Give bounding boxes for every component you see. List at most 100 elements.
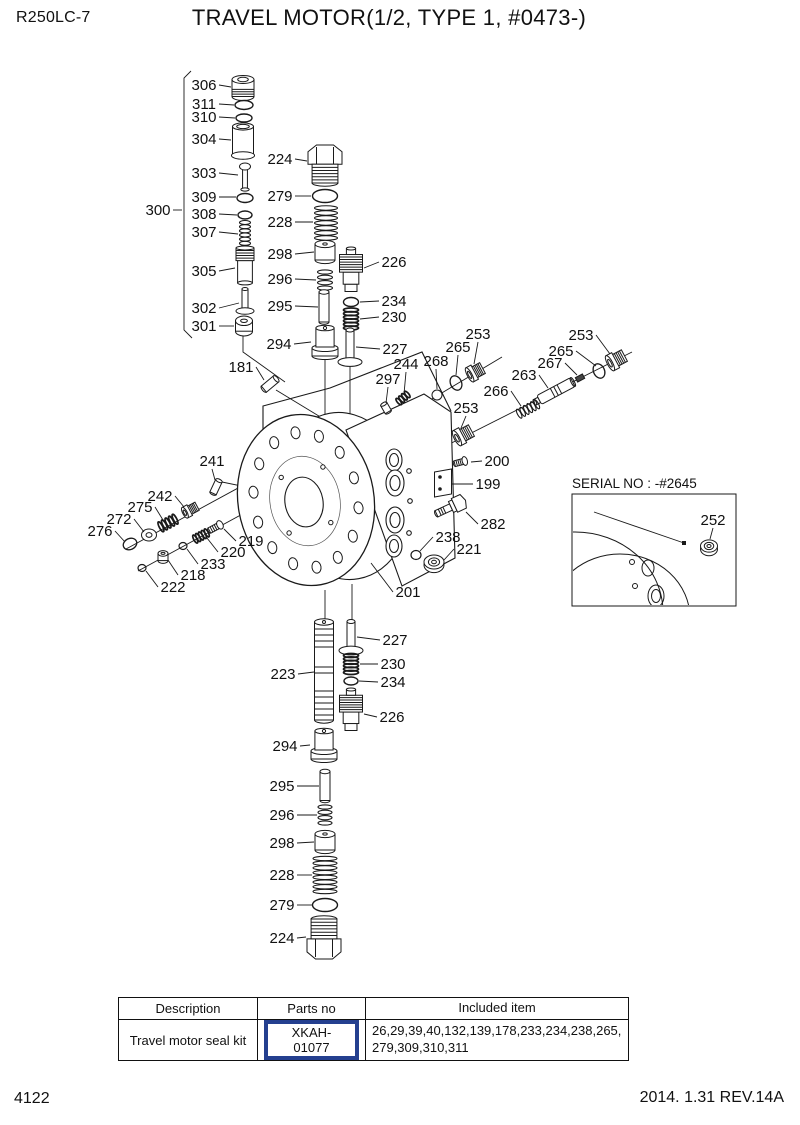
- part-199: [434, 468, 452, 498]
- leader-line-242: [174, 495, 185, 508]
- leader-line-266: [510, 390, 522, 407]
- leader-line-311: [218, 103, 235, 106]
- part-265b: [592, 363, 606, 379]
- leader-line-307: [218, 231, 239, 235]
- part-label-310: 310: [191, 109, 216, 126]
- table-header-row: Description Parts no Included item: [118, 997, 629, 1020]
- part-label-224: 224: [267, 151, 292, 168]
- leader-line-223: [297, 671, 315, 675]
- part-279a: [311, 188, 339, 204]
- part-label-265: 265: [548, 343, 573, 360]
- part-228a: [313, 205, 339, 241]
- part-label-306: 306: [191, 77, 216, 94]
- part-label-296: 296: [269, 807, 294, 824]
- part-234b: [343, 676, 359, 686]
- part-label-234: 234: [380, 674, 405, 691]
- part-label-267: 267: [537, 355, 562, 372]
- leader-line-265: [455, 354, 459, 376]
- leader-line-282: [465, 511, 479, 525]
- part-label-234: 234: [381, 293, 406, 310]
- revision-date: 2014. 1.31 REV.14A: [639, 1089, 784, 1106]
- parts-layer: [122, 75, 718, 960]
- leader-line-310: [218, 116, 236, 119]
- hub-circle: [269, 455, 341, 547]
- part-305: [235, 245, 255, 286]
- part-label-276: 276: [87, 523, 112, 540]
- part-219: [207, 520, 224, 534]
- table-row: Travel motor seal kit XKAH-01077 26,29,3…: [118, 1019, 629, 1061]
- part-label-222: 222: [160, 579, 185, 596]
- part-label-308: 308: [191, 206, 216, 223]
- part-221: [423, 554, 445, 574]
- leader-line-294: [299, 744, 311, 747]
- part-301: [235, 315, 253, 337]
- part-253c: [451, 424, 476, 447]
- part-267: [574, 373, 586, 383]
- leader-line-200: [470, 460, 483, 463]
- leader-line-306: [218, 84, 232, 88]
- seal-kit-description: Travel motor seal kit: [118, 1019, 258, 1061]
- part-272: [141, 528, 157, 542]
- part-296b: [317, 804, 333, 826]
- center-bore: [284, 476, 324, 528]
- leader-line-234: [358, 680, 379, 683]
- part-307: [238, 219, 252, 251]
- part-304: [230, 122, 256, 160]
- leader-line-201: [370, 562, 394, 593]
- page-number: 4122: [14, 1090, 50, 1107]
- leader-line-253: [473, 341, 479, 365]
- part-label-230: 230: [381, 309, 406, 326]
- leader-line-227: [356, 636, 381, 641]
- part-label-228: 228: [267, 214, 292, 231]
- part-label-307: 307: [191, 224, 216, 241]
- part-label-304: 304: [191, 131, 216, 148]
- part-295a: [318, 289, 330, 325]
- part-label-311: 311: [192, 96, 216, 113]
- part-294a: [311, 324, 339, 360]
- part-label-200: 200: [484, 453, 509, 470]
- part-238: [410, 549, 422, 561]
- part-label-242: 242: [147, 488, 172, 505]
- leader-line-302: [218, 302, 240, 309]
- part-253a: [464, 361, 487, 383]
- page-title: TRAVEL MOTOR(1/2, TYPE 1, #0473-): [191, 5, 587, 30]
- motor-housing: [236, 351, 456, 587]
- part-242: [180, 501, 200, 519]
- leader-line-268: [435, 368, 438, 390]
- leader-line-294: [293, 341, 312, 345]
- part-label-298: 298: [267, 246, 292, 263]
- leader-line-263: [538, 374, 549, 389]
- leader-line-241: [211, 468, 216, 481]
- part-label-227: 227: [382, 632, 407, 649]
- part-label-296: 296: [267, 271, 292, 288]
- part-298b: [314, 829, 336, 855]
- leader-line-275: [154, 506, 164, 521]
- part-label-266: 266: [483, 383, 508, 400]
- part-311: [234, 99, 254, 111]
- part-302: [235, 287, 255, 315]
- leader-line-234: [359, 300, 380, 303]
- part-label-279: 279: [267, 188, 292, 205]
- col-header-included-item: Included item: [365, 997, 629, 1020]
- part-228b: [312, 855, 338, 895]
- part-label-301: 301: [191, 318, 216, 335]
- part-label-297: 297: [375, 371, 400, 388]
- part-222: [137, 563, 147, 573]
- leader-line-297: [385, 386, 389, 404]
- part-label-233: 233: [200, 556, 225, 573]
- part-label-221: 221: [456, 541, 481, 558]
- leader-line-226: [363, 261, 380, 269]
- part-label-201: 201: [395, 584, 420, 601]
- serial-no-label: SERIAL NO : -#2645: [572, 476, 697, 491]
- part-252: [700, 539, 718, 557]
- part-label-219: 219: [238, 533, 263, 550]
- part-label-241: 241: [199, 453, 224, 470]
- leader-line-276: [114, 530, 126, 543]
- part-268: [431, 389, 443, 401]
- part-label-253: 253: [453, 400, 478, 417]
- part-297: [380, 401, 392, 415]
- part-303: [239, 162, 251, 192]
- part-295b: [319, 768, 331, 804]
- leader-line-308: [218, 213, 238, 216]
